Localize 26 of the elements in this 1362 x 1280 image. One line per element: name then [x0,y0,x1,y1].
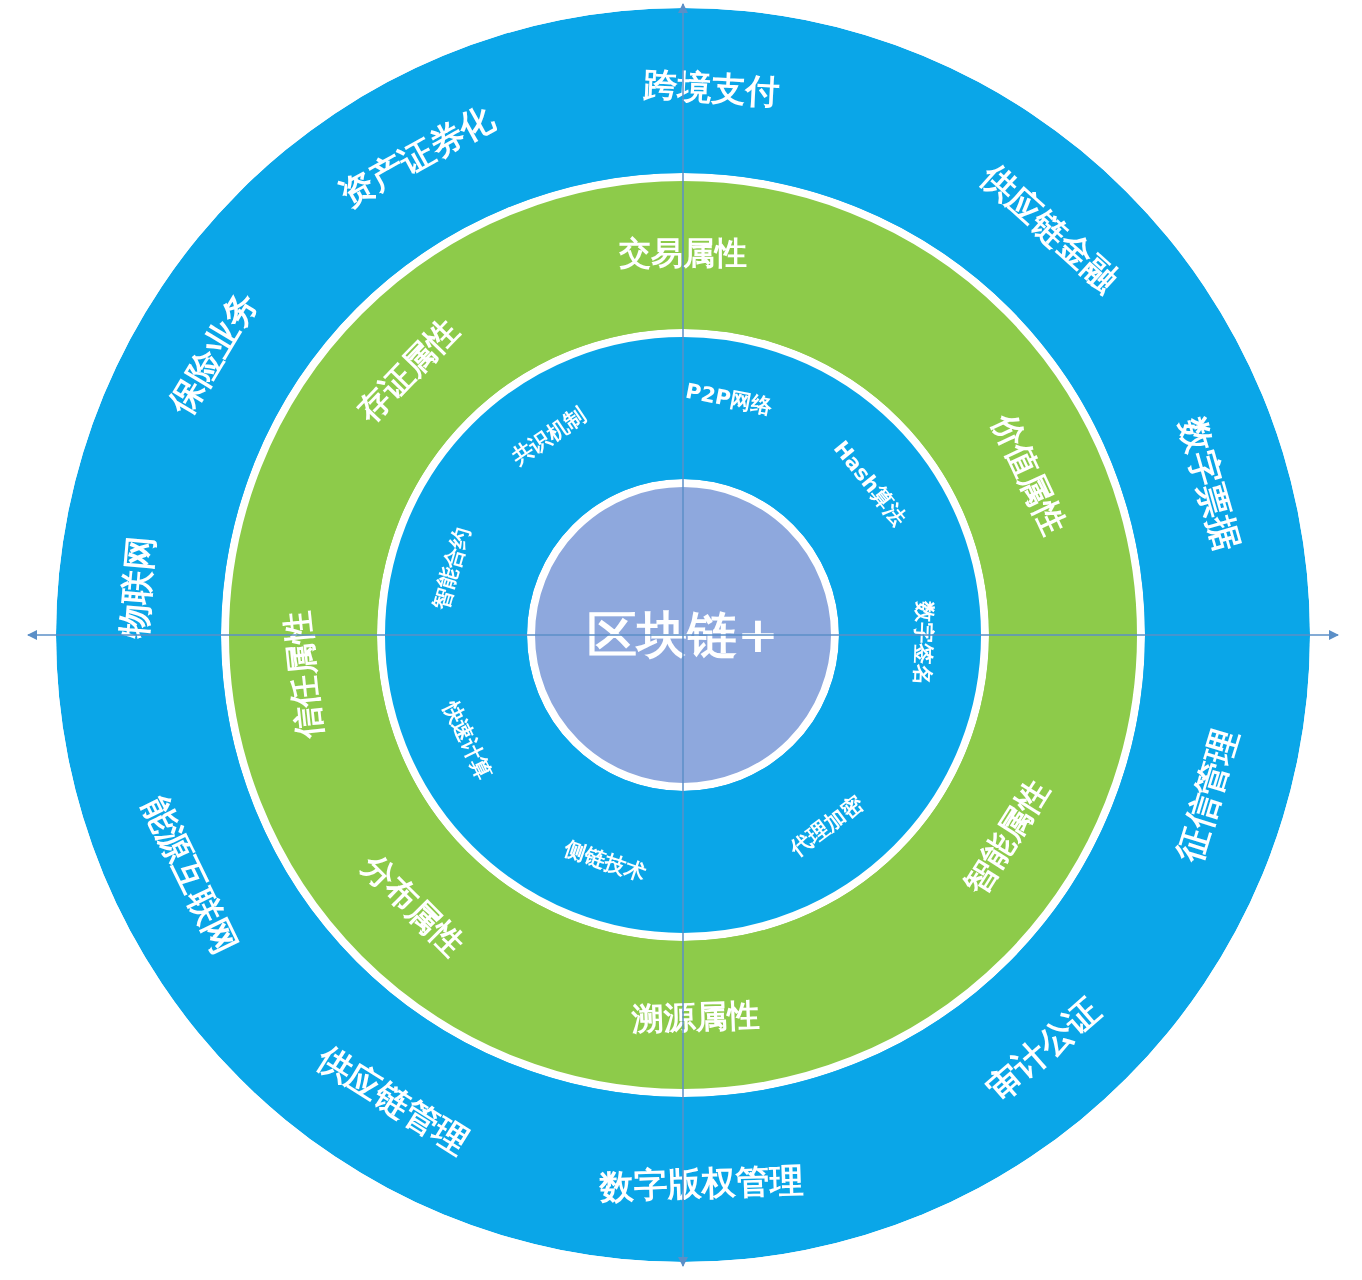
ring-label: P2P网络 [684,380,774,419]
ring-label: 代理加密 [787,793,868,861]
ring-label: 征信管理 [1170,725,1244,866]
ring-label: 价值属性 [987,408,1071,539]
ring-label: 审计公证 [980,991,1105,1106]
ring-label: 智能属性 [959,774,1055,901]
ring-label: 供应链管理 [311,1040,474,1160]
ring-label: 分布属性 [356,848,470,962]
ring-label: 存证属性 [352,312,465,427]
ring-label: 供应链金融 [975,158,1125,298]
ring-label: 数字签名 [910,601,935,686]
ring-label: 数字版权管理 [599,1162,805,1204]
ring-label: 快速计算 [439,697,496,783]
ring-label: 智能合约 [430,525,474,613]
ring-label: 信任属性 [280,609,326,741]
ring-label: 能源互联网 [137,791,243,960]
ring-label: 资产证券化 [334,99,500,212]
ring-label: 保险业务 [163,285,263,420]
ring-label: 交易属性 [619,237,747,269]
ring-label: 溯源属性 [631,998,761,1035]
ring-label: 跨境支付 [642,67,781,109]
ring-label: 物联网 [115,534,159,640]
ring-label: 侧链技术 [561,838,648,886]
center-title: 区块链+ [587,610,779,660]
ring-label: 数字票据 [1174,413,1245,554]
ring-label: 共识机制 [508,403,590,469]
